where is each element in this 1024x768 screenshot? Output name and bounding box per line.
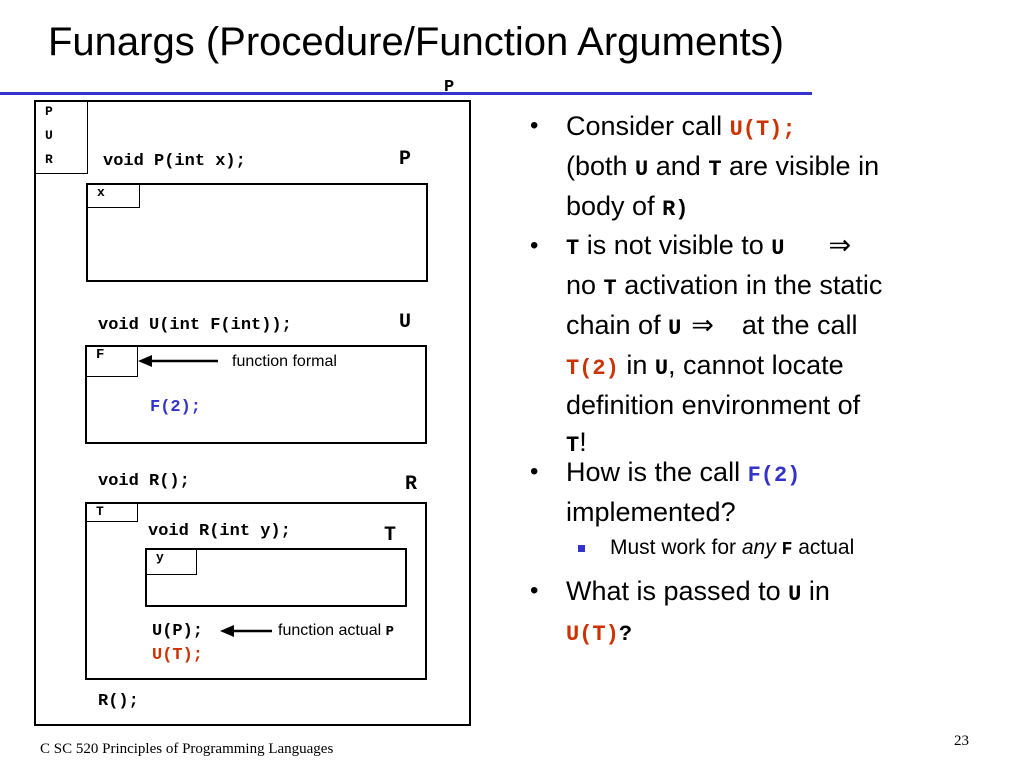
formal-arrow bbox=[138, 355, 218, 367]
b2-text-5: at the call bbox=[741, 310, 858, 340]
bullet-1-line-3: body of R) bbox=[566, 188, 879, 228]
p-label: P bbox=[399, 148, 412, 171]
sub-text-3: actual bbox=[792, 536, 855, 559]
page-number: 23 bbox=[954, 733, 969, 749]
r-frame bbox=[85, 502, 427, 680]
p-frame bbox=[86, 183, 428, 282]
u-declaration: void U(int F(int)); bbox=[98, 316, 292, 335]
call-r: R(); bbox=[98, 692, 139, 711]
bullet-1-marker: • bbox=[530, 112, 539, 139]
b4-code-u: U bbox=[788, 582, 802, 607]
b2-code-t-2: T bbox=[603, 276, 617, 301]
implies-arrow-1: ⇒ bbox=[828, 230, 852, 260]
bullet-3-marker: • bbox=[530, 458, 539, 485]
p-param-cell: x bbox=[88, 185, 140, 208]
bullet-2-marker: • bbox=[530, 232, 539, 259]
outer-cell-u: U bbox=[36, 126, 88, 150]
sub-text-any: any bbox=[741, 536, 776, 559]
b2-text-7: , cannot locate bbox=[668, 350, 844, 380]
b1-code-u: U bbox=[635, 157, 649, 182]
b2-text-3: activation in the static bbox=[616, 270, 883, 300]
bullet-3-line-1: How is the call F(2) bbox=[566, 454, 800, 494]
t-declaration: void R(int y); bbox=[148, 522, 291, 541]
bullet-1-line-2: (both U and T are visible in bbox=[566, 148, 879, 188]
outer-cell-r: R bbox=[36, 150, 88, 174]
bullet-1-line-1: Consider call U(T); bbox=[566, 108, 879, 148]
t-label: T bbox=[384, 524, 397, 547]
r-declaration: void R(); bbox=[98, 472, 190, 491]
bullet-2-line-4: T(2) in U, cannot locate bbox=[566, 347, 882, 387]
b3-code-f2: F(2) bbox=[747, 463, 801, 488]
top-p-label: P bbox=[444, 78, 455, 97]
title-rule bbox=[0, 92, 812, 95]
bullet-4-marker: • bbox=[530, 577, 539, 604]
b3-text-1: How is the call bbox=[566, 457, 748, 487]
r-label: R bbox=[405, 473, 418, 496]
b2-code-t: T bbox=[566, 236, 580, 261]
outer-cell-p: P bbox=[36, 102, 88, 126]
bullet-1: Consider call U(T); (both U and T are vi… bbox=[566, 108, 879, 228]
bullet-2-line-3: chain of U ⇒ at the call bbox=[566, 307, 882, 347]
call-u-t: U(T); bbox=[152, 646, 204, 665]
b4-text-1: What is passed to bbox=[566, 576, 789, 606]
b2-text-9: ! bbox=[579, 427, 587, 457]
b2-text-6: in bbox=[618, 350, 655, 380]
b2-code-t-3: T bbox=[566, 433, 580, 458]
b1-text-4: are visible in bbox=[721, 151, 880, 181]
sub-bullet-1: Must work for any F actual bbox=[610, 536, 854, 560]
implies-arrow-2: ⇒ bbox=[691, 310, 714, 340]
slide-title: Funargs (Procedure/Function Arguments) bbox=[48, 20, 784, 64]
u-body-call: F(2); bbox=[150, 398, 202, 417]
function-formal-label: function formal bbox=[232, 353, 337, 370]
bullet-2-line-2: no T activation in the static bbox=[566, 267, 882, 307]
b1-code-t: T bbox=[708, 157, 722, 182]
b2-text-4: chain of bbox=[566, 310, 669, 340]
bullet-2-line-5: definition environment of bbox=[566, 387, 882, 424]
b2-code-u-2: U bbox=[668, 316, 682, 341]
bullet-2-line-6: T! bbox=[566, 424, 882, 464]
outer-frame bbox=[34, 100, 471, 726]
sub-bullet-marker bbox=[578, 545, 585, 552]
bullet-2: T is not visible to U ⇒ no T activation i… bbox=[566, 227, 882, 464]
function-actual-text: function actual bbox=[278, 622, 382, 639]
b4-code-ut: U(T) bbox=[566, 622, 619, 647]
b1-text-1: Consider call bbox=[566, 111, 730, 141]
function-actual-label: function actual P bbox=[278, 622, 394, 640]
bullet-4-line-1: What is passed to U in bbox=[566, 573, 830, 613]
u-label: U bbox=[399, 311, 412, 334]
bullet-4-line-2: U(T)? bbox=[566, 613, 830, 653]
bullet-2-line-1: T is not visible to U ⇒ bbox=[566, 227, 882, 267]
b2-text-2: no bbox=[566, 270, 604, 300]
b1-code-r: R) bbox=[662, 197, 689, 222]
u-frame bbox=[85, 345, 427, 444]
function-actual-p: P bbox=[385, 624, 395, 640]
b2-text-1: is not visible to bbox=[579, 230, 772, 260]
t-param-cell: y bbox=[147, 550, 197, 575]
p-declaration: void P(int x); bbox=[103, 152, 246, 171]
b2-code-t2: T(2) bbox=[566, 356, 619, 381]
b3-text-2: implemented? bbox=[566, 497, 736, 527]
b2-text-8: definition environment of bbox=[566, 390, 861, 420]
b1-text-2: (both bbox=[566, 151, 636, 181]
bullet-4: What is passed to U in U(T)? bbox=[566, 573, 830, 653]
bullet-3: How is the call F(2) implemented? bbox=[566, 454, 800, 531]
bullet-3-line-2: implemented? bbox=[566, 494, 800, 531]
u-param-cell: F bbox=[87, 347, 138, 377]
b4-text-2: in bbox=[801, 576, 830, 606]
b1-code-ut: U(T); bbox=[729, 117, 796, 142]
actual-arrow bbox=[220, 625, 272, 637]
b1-text-3: and bbox=[648, 151, 709, 181]
footer-course: C SC 520 Principles of Programming Langu… bbox=[40, 741, 334, 757]
sub-code-f: F bbox=[781, 540, 793, 560]
r-local-cell: T bbox=[87, 504, 138, 522]
t-frame bbox=[145, 548, 407, 607]
b4-code-qmark: ? bbox=[618, 622, 633, 647]
call-u-p: U(P); bbox=[152, 622, 204, 641]
b2-code-u-3: U bbox=[654, 356, 669, 381]
b2-code-u: U bbox=[771, 236, 785, 261]
sub-text-1: Must work for bbox=[610, 536, 742, 559]
b1-text-5: body of bbox=[566, 191, 663, 221]
